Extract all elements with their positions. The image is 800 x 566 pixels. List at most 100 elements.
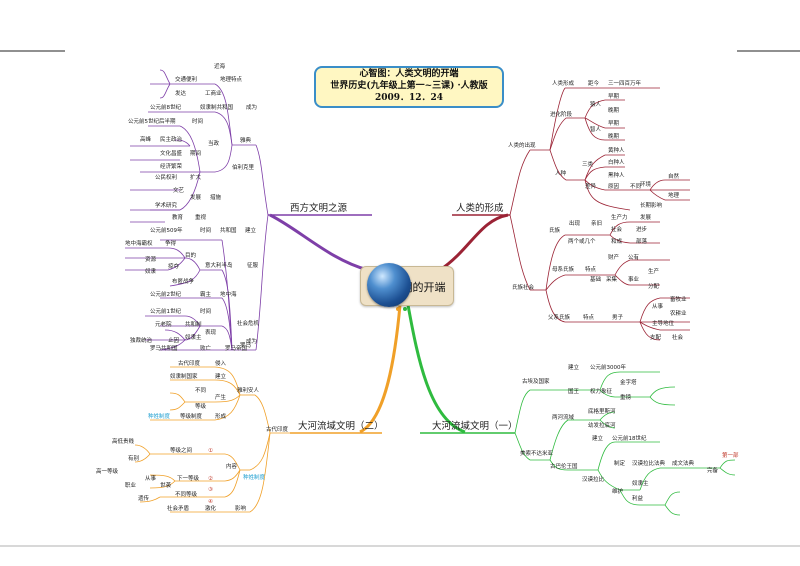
greece-geo-item-1: 近海 [214, 65, 225, 71]
title-line-3: 2009．12．24 [316, 92, 502, 104]
greece-period: 期间 [190, 152, 201, 158]
river1-egypt-label: 古埃及国家 [522, 380, 550, 386]
human-stage-b: 智人 [590, 128, 601, 134]
branch-west-label: 西方文明之源 [290, 204, 347, 214]
rome-become: 成为 [246, 340, 257, 346]
river1-protect: 维护 [612, 490, 623, 496]
river2-grade: 等级 [195, 405, 206, 411]
rome-med-ruler: 霸主 [200, 293, 211, 299]
human-stage-a-2: 晚期 [608, 109, 619, 115]
rome-empire-b: 败亡 [200, 347, 211, 353]
human-appear-time-word: 距今 [588, 82, 599, 88]
river2-slow: 激化 [205, 507, 216, 513]
human-stage-a: 猿人 [590, 103, 601, 109]
human-life-3: 社会 [611, 228, 622, 234]
rome-crisis-date: 公元前1世纪 [150, 310, 181, 316]
river2-india: 古代印度 [266, 428, 288, 434]
human-long-term: 长期影响 [640, 204, 662, 210]
branch-west-line [270, 215, 368, 270]
human-appear-time-label: 人类形成 [552, 82, 574, 88]
river1-tigris: 底格里斯河 [588, 410, 616, 416]
river2-rank: 有别 [128, 457, 139, 463]
human-matri-feature: 特点 [585, 268, 596, 274]
human-appear: 出现 [569, 222, 580, 228]
greece-measure-2: 扩大 [190, 176, 201, 182]
rome-conquest-label: 征服 [247, 264, 258, 270]
greece-geo-item-2: 交通便利 [175, 78, 197, 84]
greece-measure-6: 教育 [172, 216, 183, 222]
human-appear-label: 人类的出现 [508, 144, 536, 150]
river1-hammurabi: 汉谟拉比 [582, 478, 604, 484]
human-env-2: 自然 [668, 175, 679, 181]
rome-republic-verb: 建立 [245, 229, 256, 235]
human-reason-label: 原因 [608, 185, 619, 191]
greece-politics-label: 伯利克里 [232, 166, 254, 172]
human-life-2: 发展 [640, 216, 651, 222]
rome-republic-item: 共和国 [220, 229, 237, 235]
river2-top: 高一等级 [96, 470, 118, 476]
river1-code-complete: 完备 [707, 469, 718, 475]
branch-human-label: 人类的形成 [456, 204, 504, 214]
river2-content: 内容 [226, 465, 237, 471]
rome-med-date: 公元前2世纪 [150, 293, 181, 299]
river2-state-a: 古代印度 [178, 362, 200, 368]
river2-india-label: 雅利安人 [237, 389, 259, 395]
title-box: 心智图：人类文明的开端 世界历史(九年级上第一~三课) ·人教版 2009．12… [314, 66, 504, 108]
rome-crisis-item-1: 元老院 [155, 323, 172, 329]
rome-crisis-end: 止因 [168, 339, 179, 345]
human-matri-item-3: 采集 [606, 278, 617, 284]
river2-inherit: 遗传 [138, 497, 149, 503]
rome-purpose-1: 地中海霸权 [125, 242, 153, 248]
rome-purpose-3: 资源 [145, 258, 156, 264]
branch-human-line [440, 215, 508, 270]
human-patri-rule: 支配 [650, 336, 661, 342]
title-line-2: 世界历史(九年级上第一~三课) ·人教版 [316, 80, 502, 92]
human-stage-b-2: 晚期 [608, 135, 619, 141]
rome-crisis-item-2: 共和制 [185, 323, 202, 329]
branch-river1-label: 大河流域文明（一） [432, 422, 518, 432]
human-matri: 母系氏族 [552, 268, 574, 274]
river1-code-first: 第一部 [722, 454, 739, 460]
river2-num4: ④ [208, 500, 213, 506]
greece-gov-item-2: 文化昌盛 [160, 152, 182, 158]
rome-empire-c: 罗马帝国 [225, 347, 247, 353]
human-stage-b-1: 早期 [608, 122, 619, 128]
human-matri-item-1: 财产 [608, 256, 619, 262]
river2-state: 奴隶制国家 [170, 375, 198, 381]
river1-two-rivers: 两河流域 [552, 416, 574, 422]
river2-caste-form: 等级制度 [180, 415, 202, 421]
river2-impact: 影响 [235, 507, 246, 513]
human-life-1: 生产力 [611, 216, 628, 222]
river1-code-full: 成文法典 [672, 462, 694, 468]
river1-protect-1: 奴隶主 [632, 482, 649, 488]
greece-peak-word: 时间 [192, 120, 203, 126]
greece-geo-item-3: 发达 [175, 92, 186, 98]
human-env-3: 地理 [668, 194, 679, 200]
greece-origin-date: 公元前8世纪 [150, 106, 181, 112]
human-era: 亲旧 [591, 222, 602, 228]
human-patri: 父系氏族 [548, 316, 570, 322]
river1-egypt-item-2: 重镑 [620, 396, 631, 402]
rome-purpose-4: 掠夺 [168, 265, 179, 271]
human-clan: 氏族 [549, 229, 560, 235]
river2-build: 建立 [215, 375, 226, 381]
river2-lower: 下一等级 [177, 477, 199, 483]
river2-num3: ③ [208, 488, 213, 494]
river1-egypt-item-1: 金字塔 [620, 381, 637, 387]
human-patri-society: 社会 [672, 336, 683, 342]
greece-measure-7: 重视 [195, 216, 206, 222]
river1-meso-label: 美索不达米亚 [520, 452, 553, 458]
rome-crisis-form: 独裁统治 [130, 339, 152, 345]
human-matri-basis: 基础 [590, 278, 601, 284]
rome-show: 表现 [205, 331, 216, 337]
river2-caste2: 种姓制度 [243, 476, 265, 482]
river2-caste: 种姓制度 [148, 415, 170, 421]
human-patri-male: 男子 [612, 316, 623, 322]
river2-serve: 从事 [145, 477, 156, 483]
rome-spread: 布匿战争 [172, 280, 194, 286]
human-env-1: 环境 [640, 183, 651, 189]
river1-babylon: 古巴伦王国 [550, 465, 578, 471]
greece-gov-item-3: 经济繁荣 [160, 165, 182, 171]
human-matri-item-6: 分配 [648, 285, 659, 291]
